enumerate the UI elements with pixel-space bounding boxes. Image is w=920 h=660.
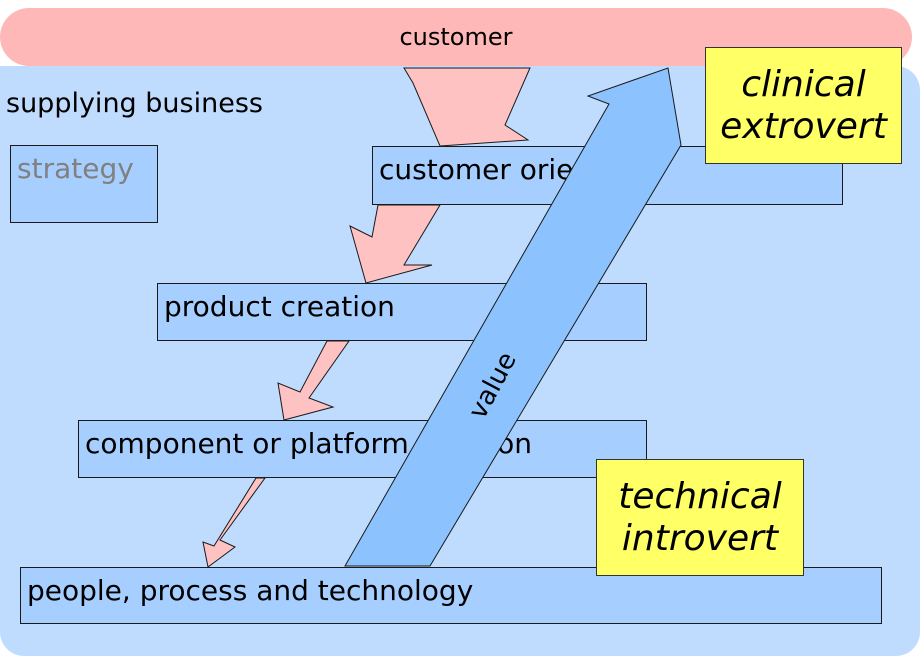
value-arrow [344, 67, 682, 567]
clinical-extrovert-note: clinical extrovert [705, 47, 902, 164]
clinical-line2: extrovert [720, 105, 887, 147]
product-creation-label: product creation [164, 290, 395, 323]
demand-arrow-people [202, 477, 266, 568]
technical-line2: introvert [621, 517, 779, 559]
customer-label: customer [399, 23, 513, 51]
people-process-label: people, process and technology [27, 574, 474, 607]
strategy-label: strategy [17, 152, 134, 185]
technical-line1: technical [618, 475, 782, 517]
technical-introvert-note: technical introvert [596, 459, 804, 576]
people-process-box: people, process and technology [20, 567, 882, 624]
strategy-box: strategy [10, 145, 158, 223]
supplying-business-label: supplying business [6, 88, 263, 119]
demand-arrow-customer [403, 67, 531, 147]
clinical-line1: clinical [741, 63, 866, 105]
demand-arrow-component [277, 340, 350, 421]
demand-arrow-product [349, 204, 441, 284]
